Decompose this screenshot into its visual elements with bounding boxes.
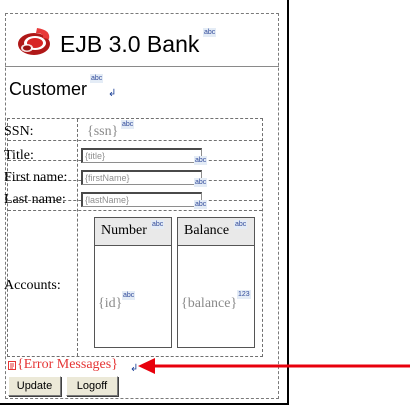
account-id-cell: {id} [98,296,123,311]
text-type-badge: abc [194,156,208,165]
accounts-number-column: Number abc {id} abc [94,217,172,348]
update-button[interactable]: Update [8,376,61,396]
title-label: Title: [4,148,34,163]
first-name-label: First name: [4,170,68,185]
bank-logo-icon [18,28,50,55]
accounts-label: Accounts: [4,278,61,293]
number-type-badge: 123 [237,290,251,299]
text-type-badge: abc [122,291,136,300]
table-divider [8,210,262,211]
accounts-balance-column: Balance abc {balance} 123 [177,217,255,348]
text-type-badge: abc [194,178,208,187]
error-icon [8,361,16,370]
ssn-value: {ssn} [87,124,119,139]
header-region [5,13,279,67]
table-divider [77,119,78,356]
account-balance-cell: {balance} [181,296,238,311]
last-name-label: Last name: [4,192,66,207]
text-type-badge: abc [194,200,208,209]
text-type-badge: abc [151,220,165,229]
error-messages: {Error Messages} [17,357,118,372]
last-name-field[interactable]: {lastName} [81,192,202,207]
paragraph-mark-icon: ↲ [108,88,117,99]
text-type-badge: abc [90,74,104,83]
title-field[interactable]: {title} [81,148,202,163]
first-name-field[interactable]: {firstName} [81,170,202,185]
app-title: EJB 3.0 Bank [60,31,200,57]
logoff-button[interactable]: Logoff [66,376,118,396]
paragraph-mark-icon: ↲ [130,363,139,374]
page-canvas [0,0,289,405]
text-type-badge: abc [121,120,135,129]
page-layout-frame [5,13,279,399]
text-type-badge: abc [203,28,217,37]
ssn-label: SSN: [4,124,34,139]
text-type-badge: abc [234,220,248,229]
callout-arrow-icon [138,358,410,374]
table-divider [8,140,262,141]
page-title: Customer [9,79,88,99]
